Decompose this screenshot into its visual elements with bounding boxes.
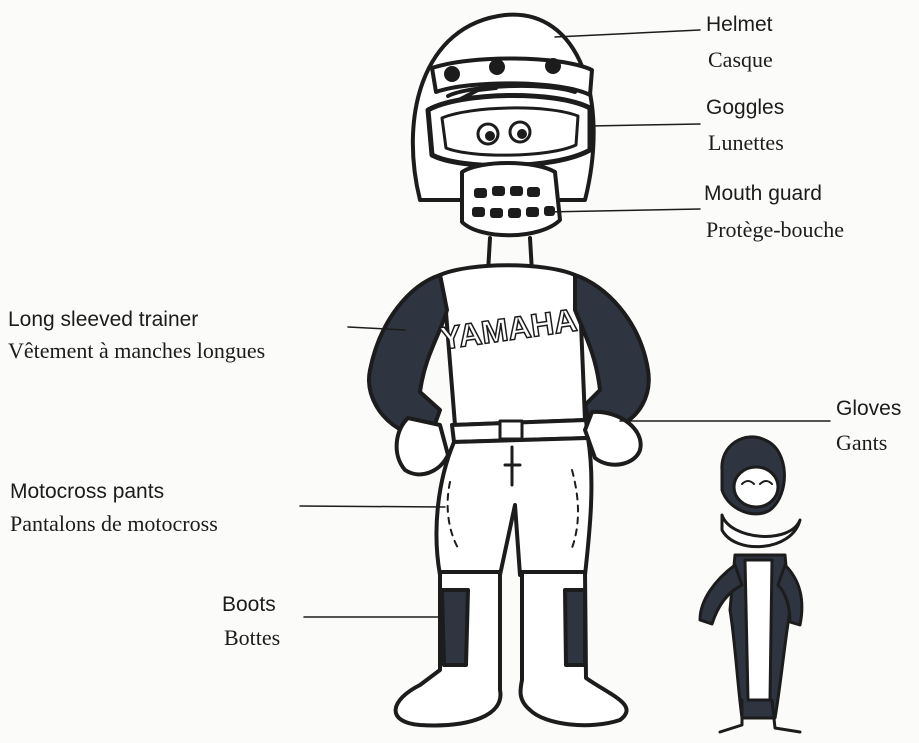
goggles-label-fr: Lunettes: [708, 132, 784, 154]
helmet-label-en: Helmet: [706, 14, 773, 35]
pants-label-en: Motocross pants: [10, 481, 164, 502]
mouth-guard-shape: [462, 163, 560, 235]
gloves-label-fr: Gants: [836, 432, 887, 454]
goggles-shape: [428, 95, 590, 165]
trainer-label-fr: Vêtement à manches longues: [8, 340, 265, 362]
mascot-illustration: [700, 437, 802, 732]
trainer-label-en: Long sleeved trainer: [8, 309, 198, 330]
pants-shape: [436, 438, 591, 575]
mouth-guard-label-en: Mouth guard: [704, 183, 822, 204]
boots-shape: [396, 572, 627, 725]
gloves-label-en: Gloves: [836, 398, 901, 419]
boots-label-fr: Bottes: [224, 627, 280, 649]
goggles-label-en: Goggles: [706, 97, 784, 118]
helmet-label-fr: Casque: [708, 49, 773, 71]
boots-label-en: Boots: [222, 594, 276, 615]
pants-label-fr: Pantalons de motocross: [10, 513, 218, 535]
mouth-guard-label-fr: Protège-bouche: [706, 219, 844, 241]
